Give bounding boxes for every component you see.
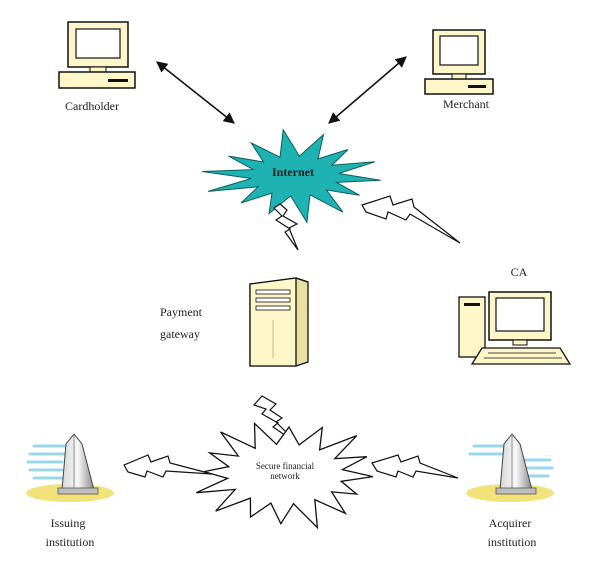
ca-label: CA bbox=[511, 265, 528, 279]
acquirer-label-line1: Acquirer bbox=[489, 516, 532, 530]
secure-network-burst-icon bbox=[196, 421, 374, 530]
acquirer-network-lightning-icon bbox=[371, 454, 459, 479]
merchant-label: Merchant bbox=[443, 97, 490, 111]
ca-computer-icon bbox=[458, 291, 572, 365]
internet-burst-icon bbox=[202, 128, 381, 224]
issuing-label-line1: Issuing bbox=[51, 516, 86, 530]
payment-gateway-server-icon bbox=[249, 277, 309, 367]
acquirer-institution-building-icon bbox=[466, 433, 554, 502]
payment-gateway-label-line2: gateway bbox=[160, 327, 200, 341]
issuing-network-lightning-icon bbox=[123, 454, 213, 478]
issuing-label-line2: institution bbox=[46, 535, 95, 549]
cardholder-computer-icon bbox=[58, 21, 136, 89]
cardholder-internet-arrow bbox=[156, 61, 235, 124]
secure-network-label-line2: network bbox=[270, 471, 300, 481]
secure-network-label-line1: Secure financial bbox=[256, 461, 315, 471]
merchant-internet-arrow bbox=[328, 56, 407, 124]
cardholder-label: Cardholder bbox=[65, 99, 119, 113]
internet-gateway-lightning-icon bbox=[273, 203, 299, 251]
internet-ca-lightning-icon bbox=[361, 195, 461, 244]
acquirer-label-line2: institution bbox=[488, 535, 537, 549]
payment-gateway-label-line1: Payment bbox=[160, 305, 203, 319]
merchant-computer-icon bbox=[424, 29, 494, 95]
internet-label: Internet bbox=[272, 165, 314, 179]
issuing-institution-building-icon bbox=[26, 433, 114, 502]
